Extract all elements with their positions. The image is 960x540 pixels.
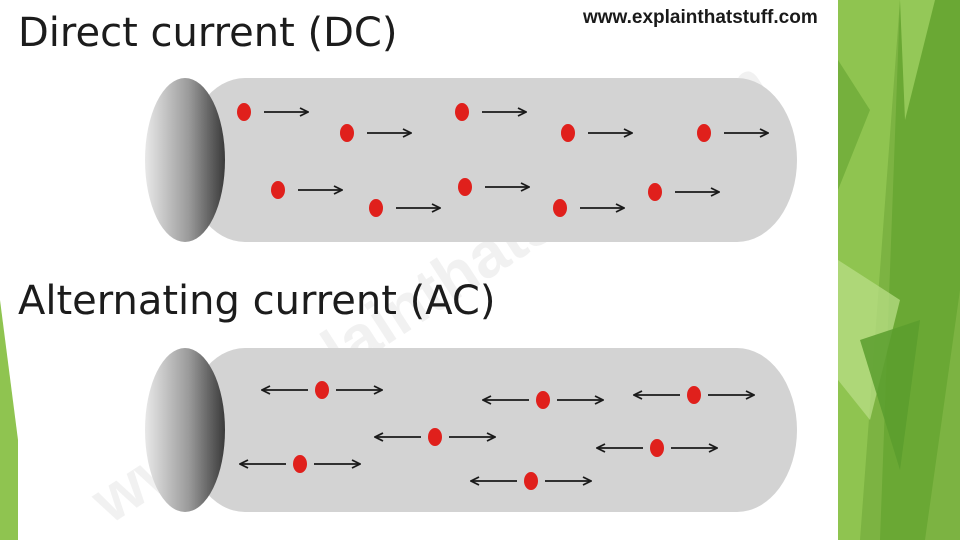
theme-decoration bbox=[838, 0, 960, 540]
electron bbox=[697, 124, 711, 142]
electron bbox=[458, 178, 472, 196]
dc-electrons bbox=[237, 103, 768, 217]
ac-wire-end bbox=[145, 348, 225, 512]
electron bbox=[455, 103, 469, 121]
electron bbox=[237, 103, 251, 121]
ac-wire-body bbox=[185, 348, 797, 512]
electron bbox=[428, 428, 442, 446]
electron bbox=[687, 386, 701, 404]
electron bbox=[648, 183, 662, 201]
dc-wire bbox=[145, 78, 797, 242]
electron bbox=[561, 124, 575, 142]
electron bbox=[553, 199, 567, 217]
dc-wire-end bbox=[145, 78, 225, 242]
ac-heading: Alternating current (AC) bbox=[18, 278, 495, 324]
source-url: www.explainthatstuff.com bbox=[582, 7, 818, 28]
electron bbox=[369, 199, 383, 217]
left-theme-sliver bbox=[0, 300, 18, 540]
dc-wire-body bbox=[185, 78, 797, 242]
electron bbox=[315, 381, 329, 399]
electron bbox=[340, 124, 354, 142]
electron bbox=[293, 455, 307, 473]
ac-wire bbox=[145, 348, 797, 512]
ac-electrons bbox=[240, 381, 754, 490]
dc-heading: Direct current (DC) bbox=[18, 10, 397, 56]
electron bbox=[271, 181, 285, 199]
electron bbox=[650, 439, 664, 457]
electron bbox=[536, 391, 550, 409]
electron bbox=[524, 472, 538, 490]
